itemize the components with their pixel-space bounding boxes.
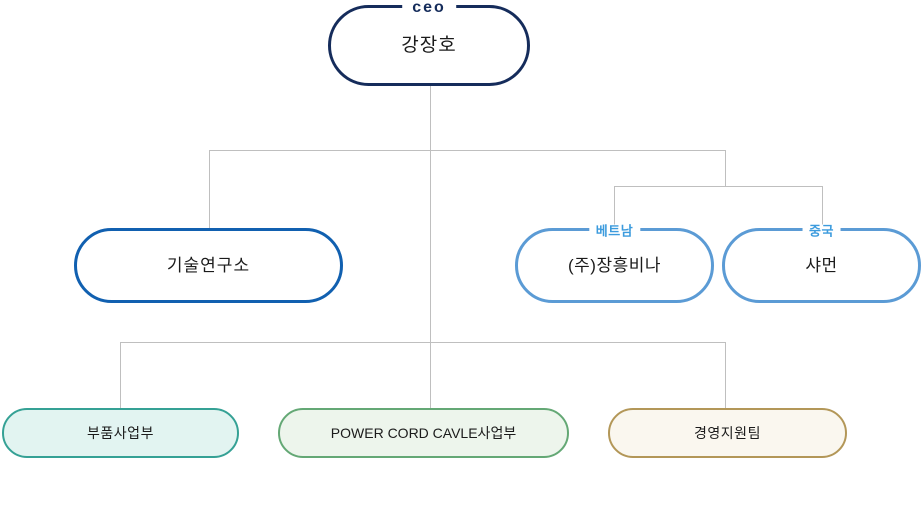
- node-powercord-division-label: POWER CORD CAVLE사업부: [330, 425, 517, 441]
- node-china-caption: 중국: [802, 224, 841, 238]
- node-parts-division-label: 부품사업부: [87, 425, 154, 441]
- node-ceo-caption: ceo: [402, 0, 456, 16]
- node-parts-division[interactable]: 부품사업부: [2, 408, 239, 458]
- node-vietnam-label: (주)장흥비나: [567, 256, 662, 275]
- node-vietnam[interactable]: 베트남 (주)장흥비나: [515, 224, 714, 303]
- node-china-label: 샤먼: [805, 256, 838, 275]
- node-powercord-division[interactable]: POWER CORD CAVLE사업부: [278, 408, 569, 458]
- node-rnd-center[interactable]: 기술연구소: [74, 228, 343, 303]
- node-ceo-label: 강장호: [401, 35, 457, 56]
- node-rnd-center-label: 기술연구소: [166, 256, 251, 275]
- node-support-team[interactable]: 경영지원팀: [608, 408, 847, 458]
- node-ceo[interactable]: ceo 강장호: [328, 0, 530, 86]
- node-support-team-label: 경영지원팀: [694, 425, 761, 441]
- node-vietnam-caption: 베트남: [588, 224, 641, 238]
- node-china[interactable]: 중국 샤먼: [722, 224, 921, 303]
